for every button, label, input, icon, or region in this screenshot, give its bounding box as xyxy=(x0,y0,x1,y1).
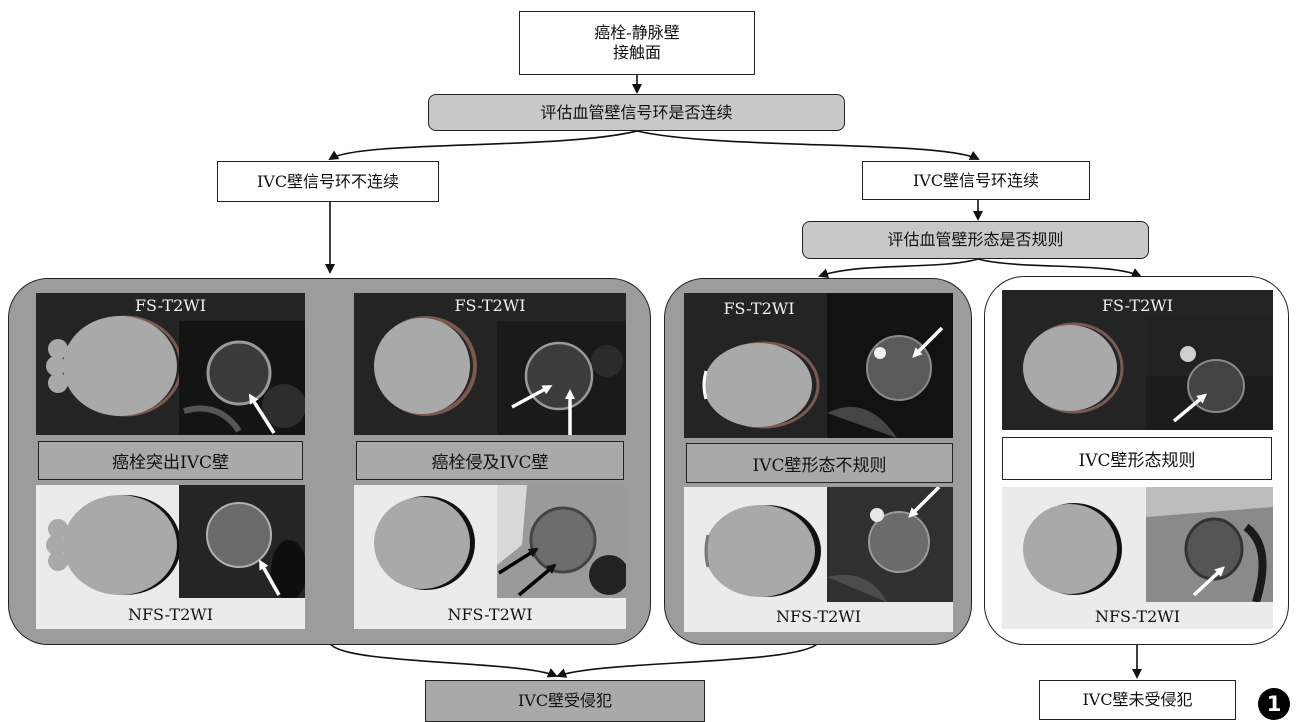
branch-discontinuous: IVC壁信号环不连续 xyxy=(217,161,439,202)
p2-nfs-label: NFS-T2WI xyxy=(447,605,533,624)
question-wall-continuity: 评估血管壁信号环是否连续 xyxy=(428,94,845,131)
p1-label: 癌栓突出IVC壁 xyxy=(38,441,303,480)
p2-label: 癌栓侵及IVC壁 xyxy=(356,441,624,480)
root-line2: 接触面 xyxy=(612,43,661,62)
p4-fs-schematic xyxy=(1023,322,1124,414)
p2-nfs-schematic xyxy=(374,496,475,590)
p3-nfs-label: NFS-T2WI xyxy=(775,607,862,626)
p1-nfs-mri xyxy=(179,485,305,598)
p4-fs-label: FS-T2WI xyxy=(1101,296,1174,315)
arrow-q1-right xyxy=(636,130,980,160)
root-node: 癌栓-静脉壁接触面 xyxy=(519,11,755,75)
p2-fs-mri xyxy=(497,321,626,435)
p4-fs-mri xyxy=(1146,316,1273,430)
p3-nfs-mri xyxy=(827,487,953,602)
p3-fs-schematic xyxy=(702,341,820,429)
p2-nfs-mri xyxy=(497,485,626,598)
p4-nfs-label: NFS-T2WI xyxy=(1094,607,1181,626)
result-invaded: IVC壁受侵犯 xyxy=(425,680,705,722)
root-line1: 癌栓-静脉壁 xyxy=(594,23,680,42)
result-not-invaded: IVC壁未受侵犯 xyxy=(1039,680,1236,720)
p1-nfs-label: NFS-T2WI xyxy=(127,605,214,624)
arrow-q2-left xyxy=(818,258,979,279)
p1-fs-mri xyxy=(179,321,305,435)
p3-label: IVC壁形态不规则 xyxy=(686,443,953,483)
question-wall-shape: 评估血管壁形态是否规则 xyxy=(802,221,1149,259)
p1-fs-schematic xyxy=(46,315,183,417)
p4-nfs-mri xyxy=(1146,487,1273,602)
figure-number-badge: 1 xyxy=(1258,688,1290,720)
p3-fs-label: FS-T2WI xyxy=(723,299,795,318)
branch-continuous: IVC壁信号环连续 xyxy=(862,161,1090,200)
p4-nfs-schematic xyxy=(1023,503,1122,595)
p1-nfs-schematic xyxy=(46,495,181,595)
arrow-q2-right xyxy=(977,258,1142,278)
p3-fs-mri xyxy=(827,293,953,438)
arrow-p3-to-result xyxy=(556,642,819,678)
p1-fs-label: FS-T2WI xyxy=(134,296,207,315)
p4-label: IVC壁形态规则 xyxy=(1002,437,1272,480)
arrow-q1-left xyxy=(328,130,638,161)
p2-fs-schematic xyxy=(374,316,477,416)
p2-fs-label: FS-T2WI xyxy=(454,296,526,315)
arrow-group-to-result xyxy=(329,642,558,678)
p3-nfs-schematic xyxy=(704,505,821,597)
